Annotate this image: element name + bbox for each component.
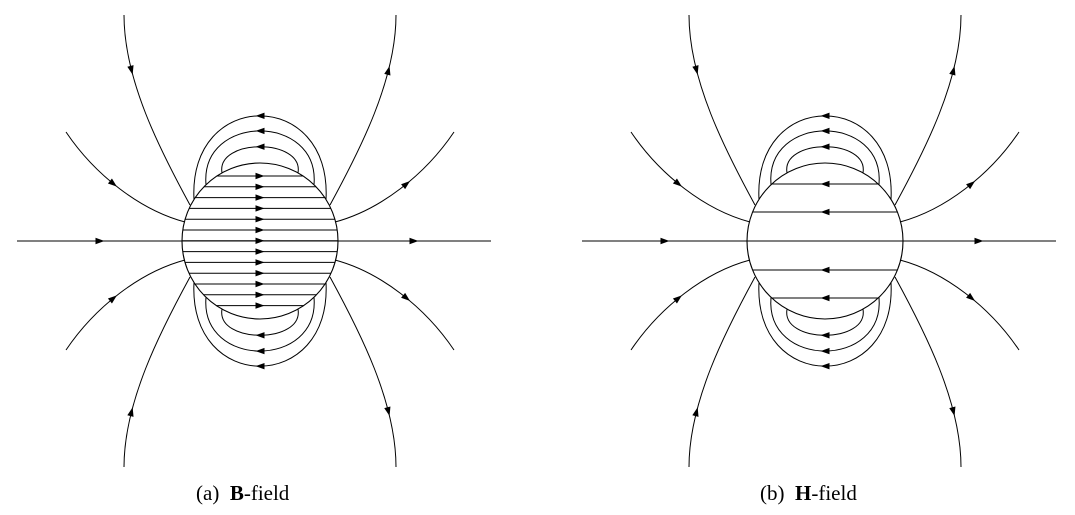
caption-label: (b): [760, 481, 785, 505]
return-loop-field-line-arrow: [255, 332, 265, 339]
caption-label: (a): [196, 481, 220, 505]
return-loop-field-line-arrow: [820, 332, 830, 339]
external-field-line: [894, 276, 962, 468]
external-field-line: [894, 14, 962, 206]
axis-field-line-arrow: [660, 237, 670, 245]
return-loop-field-line: [786, 146, 864, 173]
external-field-line: [329, 14, 397, 206]
interior-field-line-arrow: [820, 266, 830, 274]
external-field-line-arrow: [401, 180, 411, 190]
caption-symbol: B: [229, 481, 244, 505]
return-loop-field-line-arrow: [255, 143, 265, 150]
external-field-line-arrow: [692, 65, 699, 75]
return-loop-field-line-arrow: [820, 347, 830, 355]
axis-field-line-arrow: [95, 237, 105, 245]
return-loop-field-line-arrow: [820, 112, 830, 120]
external-field-line-arrow: [949, 65, 956, 76]
return-loop-field-line: [770, 130, 880, 185]
external-field-line: [123, 14, 191, 206]
interior-field-line-arrow: [255, 270, 265, 277]
return-loop-field-line: [786, 309, 864, 336]
external-field-line-arrow: [107, 295, 117, 304]
interior-field-line-arrow: [255, 216, 265, 223]
external-field-line: [65, 259, 186, 351]
external-field-line-arrow: [672, 295, 682, 304]
caption-symbol: H: [795, 481, 812, 505]
return-loop-field-line: [221, 309, 299, 336]
interior-field-line-arrow: [820, 180, 830, 188]
external-field-line: [688, 276, 756, 468]
axis-field-line-arrow: [974, 237, 984, 245]
interior-field-line-arrow: [820, 294, 830, 302]
external-field-line-arrow: [949, 406, 956, 417]
magnetized-sphere: [746, 162, 904, 320]
interior-field-line-arrow: [255, 205, 265, 212]
external-field-line-arrow: [401, 292, 411, 302]
interior-field-line-arrow: [255, 259, 265, 266]
interior-field-line-arrow: [255, 226, 265, 234]
interior-field-line-arrow: [255, 194, 265, 201]
return-loop-field-line-arrow: [255, 127, 265, 135]
external-field-line: [630, 259, 751, 351]
return-loop-field-line-arrow: [255, 347, 265, 355]
return-loop-field-line: [758, 115, 892, 200]
caption-h-field: (b) H-field: [760, 481, 857, 509]
interior-field-line-arrow: [820, 208, 830, 216]
panel-h-field: (b) H-field: [565, 0, 1075, 515]
interior-field-line-arrow: [255, 237, 265, 244]
interior-field-line-arrow: [255, 183, 265, 190]
interior-field-line-arrow: [255, 291, 265, 298]
external-field-line-arrow: [692, 407, 699, 417]
external-field-line-arrow: [107, 178, 117, 187]
external-field-line: [899, 131, 1020, 223]
external-field-line-arrow: [384, 406, 391, 417]
return-loop-field-line-arrow: [255, 362, 265, 370]
h-field-diagram: [582, 14, 1056, 468]
b-field-diagram: [17, 14, 491, 468]
external-field-line-arrow: [127, 407, 134, 417]
external-field-line: [688, 14, 756, 206]
external-field-line-arrow: [127, 65, 134, 75]
external-field-line: [334, 259, 455, 351]
external-field-line: [123, 276, 191, 468]
external-field-line-arrow: [384, 65, 391, 76]
external-field-line-arrow: [966, 180, 976, 190]
external-field-line: [630, 131, 751, 223]
return-loop-field-line: [221, 146, 299, 173]
caption-text: -field: [243, 481, 290, 505]
panel-b-field: (a) B-field: [0, 0, 537, 515]
return-loop-field-line-arrow: [255, 112, 265, 120]
external-field-line: [65, 131, 186, 223]
interior-field-line-arrow: [255, 172, 265, 180]
caption-b-field: (a) B-field: [196, 481, 289, 509]
return-loop-field-line: [770, 297, 880, 352]
external-field-line: [329, 276, 397, 468]
return-loop-field-line-arrow: [820, 143, 830, 150]
external-field-line: [334, 131, 455, 223]
return-loop-field-line-arrow: [820, 127, 830, 135]
axis-field-line-arrow: [409, 237, 419, 245]
caption-text: -field: [811, 481, 857, 505]
external-field-line-arrow: [966, 292, 976, 302]
external-field-line: [899, 259, 1020, 351]
return-loop-field-line-arrow: [820, 362, 830, 370]
interior-field-line-arrow: [255, 302, 265, 309]
external-field-line-arrow: [672, 178, 682, 187]
interior-field-line-arrow: [255, 248, 265, 255]
interior-field-line-arrow: [255, 280, 265, 288]
return-loop-field-line: [758, 282, 892, 367]
